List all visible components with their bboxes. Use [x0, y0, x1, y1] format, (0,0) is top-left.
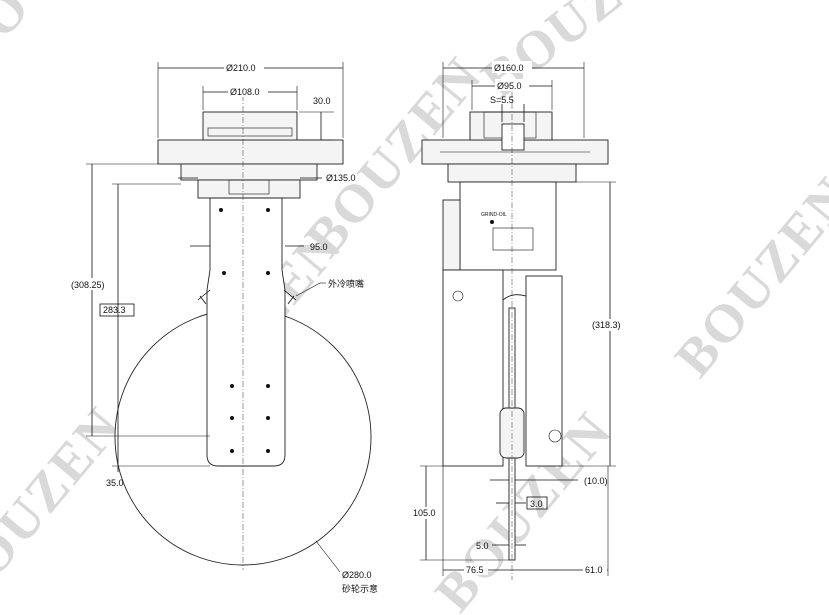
hub-inner: [207, 127, 293, 137]
dim-offset: 35.0: [106, 478, 124, 488]
side-lower-housing: [442, 269, 504, 467]
watermark: BOUZEN: [663, 165, 829, 387]
dim-side-flange-dia: Ø160.0: [494, 63, 524, 73]
body-upper: [180, 163, 318, 181]
dim-boxed-value: 3.0: [530, 499, 543, 509]
side-view: GRIND-OIL Ø160.0 Ø95.0 S=5.5 (: [412, 61, 632, 580]
dim-wheel-thickness: 5.0: [476, 541, 489, 551]
svg-text:GRIND-OIL: GRIND-OIL: [481, 212, 507, 218]
dim-pilot-dia: Ø95.0: [497, 81, 522, 91]
watermark: BOUZEN: [470, 0, 696, 109]
label-nozzle: 外冷喷嘴: [328, 278, 364, 289]
dim-arm-height: 283.3: [103, 305, 126, 315]
spindle-arm: [206, 197, 286, 467]
dim-wheel-offset: (10.0): [584, 476, 608, 486]
side-body: [459, 181, 557, 271]
label-wheel-note: 砂轮示意: [342, 583, 378, 594]
nozzle-left: [197, 289, 211, 305]
dim-arm-width: 95.0: [310, 242, 328, 252]
dim-box-thickness: [526, 496, 548, 510]
dim-right-width: 61.0: [585, 565, 603, 575]
dim-side-overall-height: (318.3): [592, 320, 621, 330]
flange-plate: [157, 139, 344, 165]
body-neck: [197, 179, 301, 199]
front-view: Ø210.0 Ø108.0 30.0 Ø135.0 95.0 (308.25) …: [71, 61, 378, 594]
dim-hub-height: 30.0: [313, 96, 331, 106]
hub: [202, 111, 298, 141]
arm-holes: [219, 208, 270, 453]
neck-bore: [228, 179, 270, 195]
side-lower-right: [525, 275, 563, 467]
watermark: BOUZEN: [0, 395, 134, 615]
dim-box-arm-height: [99, 303, 135, 317]
dim-wheel-dia: Ø280.0: [342, 570, 372, 580]
nozzle-right: [283, 289, 297, 305]
collet-nut: [501, 123, 525, 151]
watermark: BOUZEN: [0, 0, 144, 78]
dim-flange-dia: Ø210.0: [226, 63, 256, 73]
dim-neck-dia: Ø135.0: [326, 173, 356, 183]
dim-left-width: 76.5: [466, 565, 484, 575]
dim-overall-height: (308.25): [71, 280, 105, 290]
dim-hub-dia: Ø108.0: [230, 87, 260, 97]
dim-bottom-height: 105.0: [413, 508, 436, 518]
dim-s-value: S=5.5: [490, 95, 514, 105]
